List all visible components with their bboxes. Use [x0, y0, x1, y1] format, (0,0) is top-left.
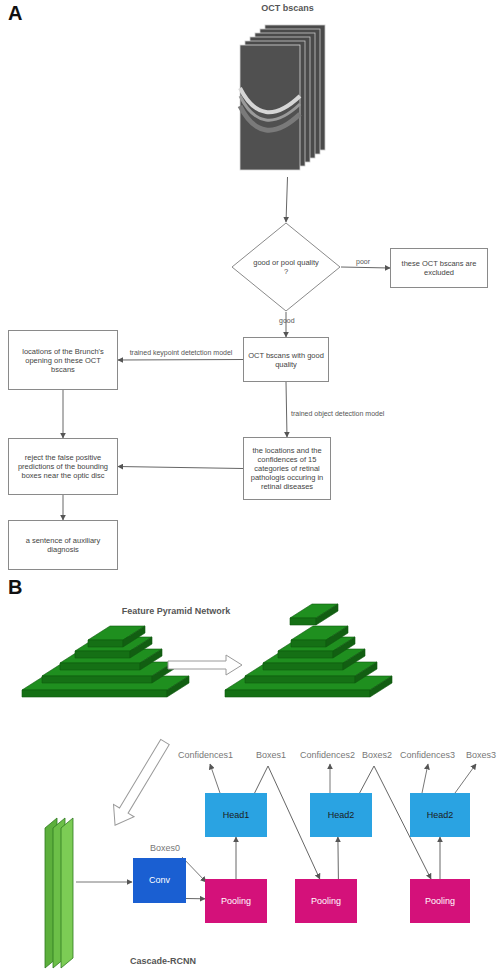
connector-arrow: [118, 467, 243, 469]
edge-label: trained object detection model: [291, 410, 384, 417]
process-box: the locations and the confidences of 15 …: [243, 437, 331, 500]
bscan-slice: [240, 45, 300, 170]
node-text: locations of the Brunch's opening on the…: [13, 347, 113, 374]
pooling-block: Pooling: [205, 879, 267, 923]
process-box: OCT bscans with good quality: [243, 337, 329, 382]
node-text: a sentence of auxiliary diagnosis: [13, 536, 113, 554]
connector-arrow: [63, 390, 64, 438]
pyramid-right: [225, 626, 392, 697]
diamond-shape: [232, 223, 340, 311]
connector-arrow: [286, 382, 287, 437]
process-box: a sentence of auxiliary diagnosis: [8, 520, 118, 570]
leader-arrow: [330, 764, 331, 793]
connector-arrow: [236, 837, 237, 879]
node-text: OCT bscans: [261, 3, 314, 14]
node-text: OCT bscans with good quality: [248, 351, 324, 369]
output-label: Boxes3: [466, 750, 496, 760]
hollow-arrow: [105, 736, 176, 832]
connector-arrow: [286, 177, 288, 222]
pyramid-level: [290, 618, 316, 625]
node-text: Pooling: [221, 896, 251, 907]
connector-arrow: [337, 837, 339, 879]
process-box: reject the false positive predictions of…: [8, 438, 118, 495]
pooling-block: Pooling: [410, 879, 470, 923]
node-text: good or pool quality ?: [231, 258, 341, 276]
input-label: Boxes0: [150, 843, 180, 853]
node-text: Head2: [328, 810, 355, 821]
connector-arrow: [286, 312, 287, 337]
node-text: Conv: [149, 875, 170, 886]
conv-block: Conv: [133, 858, 186, 903]
panel-letter: B: [8, 576, 22, 599]
node-text: Head2: [427, 810, 454, 821]
output-label: Boxes2: [362, 750, 392, 760]
image-stack: OCT bscans: [225, 3, 350, 177]
connector-arrow: [341, 267, 390, 268]
output-label: Confidences3: [400, 750, 455, 760]
output-label: Boxes1: [256, 750, 286, 760]
process-box: locations of the Brunch's opening on the…: [8, 330, 118, 390]
oct-bscan-stack: [240, 25, 325, 170]
connector-arrow: [63, 495, 64, 520]
head-block: Head1: [205, 793, 267, 837]
head-block: Head2: [310, 793, 372, 837]
panel-letter: A: [8, 2, 22, 25]
output-label: Confidences1: [178, 750, 233, 760]
connector-arrow: [440, 837, 441, 879]
leader-arrow: [76, 882, 132, 883]
retina-layer: [240, 106, 300, 130]
node-text: these OCT bscans are excluded: [395, 259, 483, 277]
process-box: these OCT bscans are excluded: [390, 248, 488, 288]
output-label: Confidences2: [300, 750, 355, 760]
leader-arrow: [422, 764, 428, 793]
feature-map: [61, 818, 73, 968]
leader-arrow: [455, 764, 476, 793]
pyramid-level: [316, 604, 338, 625]
leader-arrow: [210, 764, 220, 793]
connector-layer: [63, 177, 440, 899]
edge-label: poor: [356, 258, 370, 265]
feature-maps: [45, 818, 73, 968]
node-text: Pooling: [311, 896, 341, 907]
hollow-arrow: [168, 655, 242, 675]
section-title: Cascade-RCNN: [130, 956, 196, 966]
node-text: reject the false positive predictions of…: [13, 453, 113, 480]
node-text: Head1: [223, 810, 250, 821]
edge-label: trained keypoint detetction model: [130, 349, 233, 356]
head-block: Head2: [410, 793, 470, 837]
pyramid-left: [22, 626, 189, 697]
connector-arrow: [118, 359, 243, 361]
node-text: Pooling: [425, 896, 455, 907]
connector-arrow: [186, 898, 205, 899]
feature-pyramid: [22, 604, 392, 697]
pooling-block: Pooling: [295, 879, 357, 923]
section-title: Feature Pyramid Network: [122, 606, 231, 616]
decision-diamond: good or pool quality ?: [231, 222, 341, 312]
hollow-arrow-shape: [105, 736, 176, 832]
node-text: the locations and the confidences of 15 …: [248, 446, 326, 491]
edge-label: good: [279, 317, 295, 324]
